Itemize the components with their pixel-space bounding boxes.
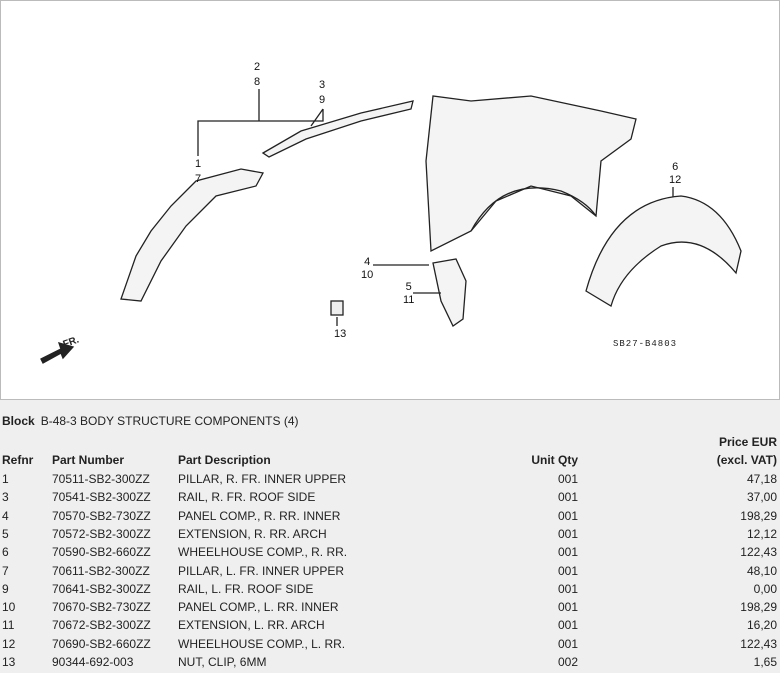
cell-price: 16,20	[746, 618, 777, 633]
cell-unit-qty: 001	[557, 526, 578, 541]
cell-price: 1,65	[753, 655, 777, 669]
cell-refnr: 9	[2, 581, 9, 596]
cell-description: PILLAR, R. FR. INNER UPPER	[178, 472, 347, 486]
block-title: B-48-3 BODY STRUCTURE COMPONENTS (4)	[40, 414, 299, 428]
clip-part	[330, 300, 344, 316]
cell-unit-qty: 001	[557, 563, 578, 578]
cell-part-number: 70541-SB2-300ZZ	[52, 490, 151, 505]
callout-13: 13	[334, 328, 347, 340]
front-arrow-icon	[40, 342, 75, 364]
cell-price: 198,29	[740, 508, 777, 523]
cell-price: 37,00	[746, 490, 777, 505]
header-description: Part Description	[178, 453, 271, 467]
cell-part-number: 70641-SB2-300ZZ	[52, 581, 151, 596]
table-row: 4 70570-SB2-730ZZ PANEL COMP., R. RR. INNE…	[0, 509, 780, 527]
cell-price: 47,18	[746, 472, 777, 486]
leader-lines-2	[336, 187, 674, 326]
cell-price: 198,29	[740, 600, 777, 615]
table-row: 13 90344-692-003 NUT, CLIP, 6MM 002 1,65	[0, 655, 780, 673]
cell-price: 0,00	[753, 581, 777, 596]
cell-unit-qty: 001	[557, 490, 578, 505]
header-part-number: Part Number	[52, 453, 125, 467]
cell-description: RAIL, R. FR. ROOF SIDE	[178, 490, 316, 505]
cell-unit-qty: 001	[557, 618, 578, 633]
cell-refnr: 3	[2, 490, 9, 505]
cell-refnr: 6	[2, 545, 9, 560]
cell-part-number: 70670-SB2-730ZZ	[52, 600, 151, 615]
table-row: 12 70690-SB2-660ZZ WHEELHOUSE COMP., L. RR…	[0, 637, 780, 655]
cell-unit-qty: 001	[557, 508, 578, 523]
pillar-part	[120, 168, 264, 302]
arch-extension-part	[432, 258, 467, 327]
inner-panel-part	[425, 95, 637, 253]
cell-description: PILLAR, L. FR. INNER UPPER	[178, 563, 345, 578]
cell-description: PANEL COMP., R. RR. INNER	[178, 508, 341, 523]
header-refnr: Refnr	[2, 453, 34, 467]
cell-description: EXTENSION, R. RR. ARCH	[178, 526, 327, 541]
block-label: Block	[2, 414, 35, 428]
cell-part-number: 70570-SB2-730ZZ	[52, 508, 151, 523]
cell-refnr: 12	[2, 636, 16, 651]
header-price: Price EUR(excl. VAT)	[716, 435, 777, 467]
table-row: 11 70672-SB2-300ZZ EXTENSION, L. RR. ARCH 0…	[0, 618, 780, 636]
table-row: 6 70590-SB2-660ZZ WHEELHOUSE COMP., R. RR.…	[0, 545, 780, 563]
cell-refnr: 13	[2, 655, 16, 669]
table-row: 1 70511-SB2-300ZZ PILLAR, R. FR. INNER UPP…	[0, 472, 780, 490]
wheelhouse-part	[585, 195, 742, 307]
table-row: 7 70611-SB2-300ZZ PILLAR, L. FR. INNER UPP…	[0, 564, 780, 582]
cell-price: 122,43	[740, 545, 777, 560]
roof-rail-part	[261, 100, 414, 158]
table-row: 9 70641-SB2-300ZZ RAIL, L. FR. ROOF SIDE 00…	[0, 582, 780, 600]
cell-refnr: 11	[2, 618, 15, 633]
cell-description: RAIL, L. FR. ROOF SIDE	[178, 581, 314, 596]
cell-description: PANEL COMP., L. RR. INNER	[178, 600, 339, 615]
cell-unit-qty: 001	[557, 636, 578, 651]
cell-price: 122,43	[740, 636, 777, 651]
cell-part-number: 70572-SB2-300ZZ	[52, 526, 151, 541]
cell-description: WHEELHOUSE COMP., L. RR.	[178, 636, 346, 651]
cell-part-number: 90344-692-003	[52, 655, 134, 669]
cell-unit-qty: 001	[557, 472, 578, 486]
block-heading: Block B-48-3 BODY STRUCTURE COMPONENTS (4…	[2, 414, 299, 428]
cell-unit-qty: 001	[557, 545, 578, 560]
cell-description: NUT, CLIP, 6MM	[178, 655, 267, 669]
cell-refnr: 10	[2, 600, 16, 615]
cell-refnr: 7	[2, 563, 9, 578]
wheel-arch-line	[470, 187, 597, 232]
diagram-code: SB27-B4803	[613, 339, 678, 349]
cell-price: 12,12	[746, 526, 777, 541]
table-row: 5 70572-SB2-300ZZ EXTENSION, R. RR. ARCH 00…	[0, 527, 780, 545]
cell-refnr: 4	[2, 508, 9, 523]
cell-unit-qty: 001	[557, 600, 578, 615]
table-row: 10 70670-SB2-730ZZ PANEL COMP., L. RR. INN…	[0, 600, 780, 618]
cell-description: WHEELHOUSE COMP., R. RR.	[178, 545, 348, 560]
cell-part-number: 70672-SB2-300ZZ	[52, 618, 151, 633]
cell-unit-qty: 002	[557, 655, 578, 669]
table-row: 3 70541-SB2-300ZZ RAIL, R. FR. ROOF SIDE 00…	[0, 490, 780, 508]
header-unit-qty: Unit Qty	[531, 453, 578, 467]
cell-description: EXTENSION, L. RR. ARCH	[178, 618, 325, 633]
cell-unit-qty: 001	[557, 581, 578, 596]
leader-lines	[197, 89, 324, 156]
cell-part-number: 70511-SB2-300ZZ	[52, 472, 150, 486]
cell-part-number: 70690-SB2-660ZZ	[52, 636, 151, 651]
cell-price: 48,10	[746, 563, 777, 578]
cell-part-number: 70611-SB2-300ZZ	[52, 563, 150, 578]
cell-refnr: 5	[2, 526, 9, 541]
parts-drawing	[40, 89, 742, 364]
cell-refnr: 1	[2, 472, 9, 486]
cell-part-number: 70590-SB2-660ZZ	[52, 545, 151, 560]
